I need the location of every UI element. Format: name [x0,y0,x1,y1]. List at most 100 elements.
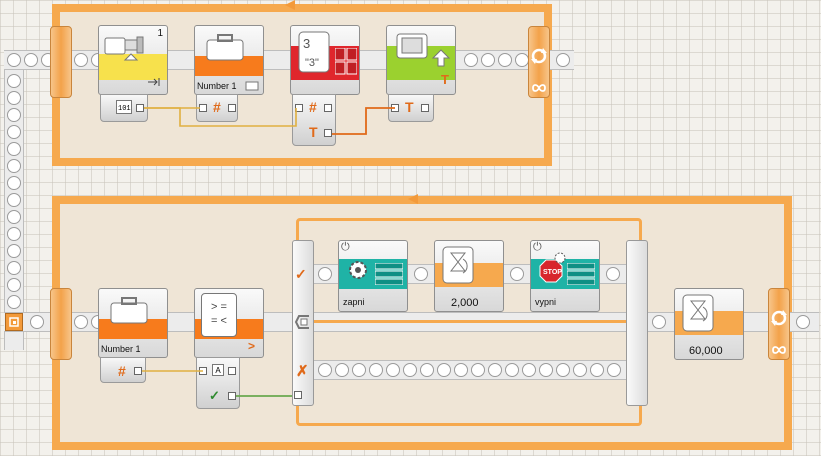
beam-hole [414,267,428,281]
compare-a-icon: A [212,364,224,376]
beam-hole [590,363,604,377]
compare-a-output-port[interactable] [228,367,236,375]
motor-on-label: zapni [343,297,365,307]
variable-mode-icon [245,78,259,91]
beam-hole [7,295,21,309]
switch-right-post[interactable] [626,240,648,406]
beam-hole [481,53,495,67]
variable-input-port[interactable] [199,104,207,112]
start-icon[interactable] [5,313,23,331]
beam-hole [386,363,400,377]
text-t-icon-2: T [441,72,449,87]
number-hash-icon-2: # [309,99,317,115]
final-wait-block[interactable]: 60,000 [674,288,744,360]
number-hash-icon-3: # [118,363,126,379]
bottom-variable-block[interactable]: Number 1 [98,288,168,358]
number-hash-icon: # [213,99,221,115]
logic-output-port[interactable] [228,392,236,400]
bottom-loop-start-cap[interactable] [50,288,72,360]
grid-icon [334,47,358,81]
beam-hole [539,363,553,377]
sensor-output-port[interactable] [136,104,144,112]
beam-hole [403,363,417,377]
beam-hole [556,53,570,67]
wait-time-block[interactable]: 2,000 [434,240,504,312]
power-icon-2: ⏻ [533,241,542,253]
compare-symbol-top: > = [211,301,227,313]
text-output-port[interactable] [324,129,332,137]
bottom-variable-label: Number 1 [101,344,141,354]
motor-on-block[interactable]: ⏻ zapni [338,240,408,312]
beam-hole [352,363,366,377]
beam-hole [7,74,21,88]
loop-arrow-icon [285,0,295,10]
beam-hole [7,159,21,173]
switch-plug-icon [293,312,313,332]
display-block[interactable]: T [386,25,456,95]
beam-hole [515,53,529,67]
display-icon [395,32,429,67]
motor-off-label: vypni [535,297,557,307]
beam-hole [652,315,666,329]
compare-icon: > = = < [201,293,237,337]
motor-ports-icon-2 [566,262,596,290]
beam-hole [74,315,88,329]
number-to-text-block[interactable]: 3 "3" [290,25,360,95]
briefcase-icon-2 [109,295,149,330]
loop-refresh-icon-2 [769,308,789,328]
compare-a-input-port[interactable] [199,367,207,375]
beam-hole [471,363,485,377]
beam-hole [318,363,332,377]
beam-hole [573,363,587,377]
beam-hole [7,125,21,139]
beam-hole [607,363,621,377]
svg-text:3: 3 [303,36,310,51]
beam-hole [7,142,21,156]
upload-arrow-icon [431,48,451,73]
variable-block[interactable]: Number 1 [194,25,264,95]
beam-hole [7,193,21,207]
beam-hole [24,53,38,67]
loop-arrow-icon-2 [408,194,418,204]
text-t-icon: T [309,124,318,140]
logic-result-icon: ✓ [209,388,220,403]
number-output-port[interactable] [324,104,332,112]
motor-off-block[interactable]: ⏻ STOP vypni [530,240,600,312]
text-t-icon-3: T [405,99,414,115]
infinity-icon [531,80,547,92]
beam-hole [335,363,349,377]
cross-icon: ✗ [296,363,309,380]
beam-hole [796,315,810,329]
wait-time-value: 2,000 [451,297,479,309]
power-icon: ⏻ [341,241,350,253]
beam-hole [606,267,620,281]
top-loop-start-cap[interactable] [50,26,72,98]
beam-hole [7,244,21,258]
display-output-port[interactable] [421,104,429,112]
beam-hole [488,363,502,377]
hourglass-icon [441,245,475,290]
beam-hole [454,363,468,377]
compare-block[interactable]: > = = < > [194,288,264,358]
number-to-text-plug[interactable] [292,94,336,146]
variable-output-port[interactable] [228,104,236,112]
final-wait-value: 60,000 [689,345,723,357]
light-sensor-block[interactable]: 1 [98,25,168,95]
svg-text:101: 101 [118,105,131,113]
compare-symbol-bottom: = < [211,315,227,327]
check-icon: ✓ [295,266,307,282]
beam-hole [522,363,536,377]
beam-hole [464,53,478,67]
svg-text:"3": "3" [305,57,319,69]
beam-hole [30,315,44,329]
beam-hole [7,108,21,122]
beam-hole [7,210,21,224]
switch-input-port[interactable] [294,391,302,399]
beam-hole [420,363,434,377]
bottom-variable-output-port[interactable] [134,367,142,375]
sensor-port-label: 1 [157,28,163,39]
display-input-port[interactable] [391,104,399,112]
light-sensor-icon [103,34,147,69]
gear-icon [553,251,567,270]
number-input-port[interactable] [295,104,303,112]
